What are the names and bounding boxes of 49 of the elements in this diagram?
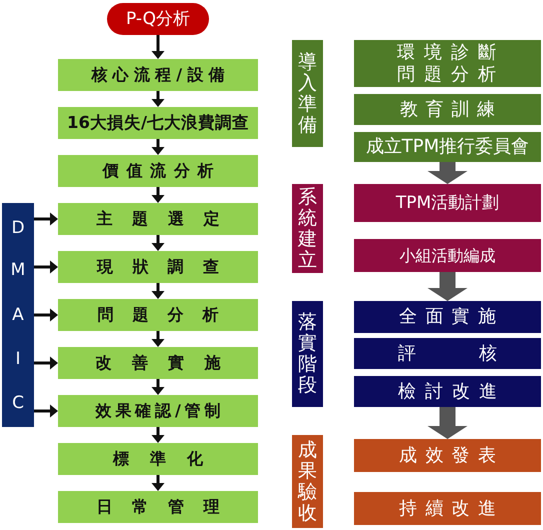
arrow [152,427,164,443]
task-box: 檢討改進 [354,376,541,407]
process-box: 現狀調查 [58,251,258,283]
process-box: 16大損失/七大浪費調查 [58,107,258,139]
block-arrow [428,272,468,301]
phase-letter: D [2,210,34,246]
stage-bar: 成果驗收 [292,435,323,528]
process-box: 改善實施 [58,347,258,379]
task-box: 成立TPM推行委員會 [354,132,541,162]
arrow [152,379,164,395]
arrow [152,139,164,155]
process-box: 日常管理 [58,491,258,523]
task-box: TPM活動計劃 [354,184,541,222]
phase-letter: M [2,252,34,288]
arrow [152,35,164,59]
arrow [34,404,58,418]
arrow [152,331,164,347]
arrow [34,260,58,274]
arrow [34,308,58,322]
process-box: 問題分析 [58,299,258,331]
block-arrow [428,162,468,184]
phase-letter: A [2,297,34,333]
process-box: 核心流程/設備 [58,59,258,91]
task-box: 持續改進 [354,492,541,525]
task-box: 小組活動編成 [354,239,541,272]
task-box: 成效發表 [354,439,541,472]
phase-letter: I [2,341,34,377]
arrow [34,356,58,370]
arrow [152,475,164,491]
arrow [34,212,58,226]
stage-bar: 系統建立 [292,184,323,273]
arrow [152,91,164,107]
phase-letter: C [2,385,34,421]
process-box: 價值流分析 [58,155,258,187]
task-box: 評核 [354,338,541,369]
process-box: 主題選定 [58,203,258,235]
task-box: 環境診斷問題分析 [354,40,541,87]
block-arrow [428,407,468,439]
phase-bar [2,203,34,427]
task-box: 全面實施 [354,301,541,333]
process-box: 標準化 [58,443,258,475]
start-box: P-Q分析 [107,3,209,35]
arrow [152,283,164,299]
process-box: 效果確認/管制 [58,395,258,427]
stage-bar: 落實階段 [292,301,323,407]
arrow [152,187,164,203]
stage-bar: 導入準備 [292,40,323,147]
task-box: 教育訓練 [354,94,541,125]
arrow [152,235,164,251]
